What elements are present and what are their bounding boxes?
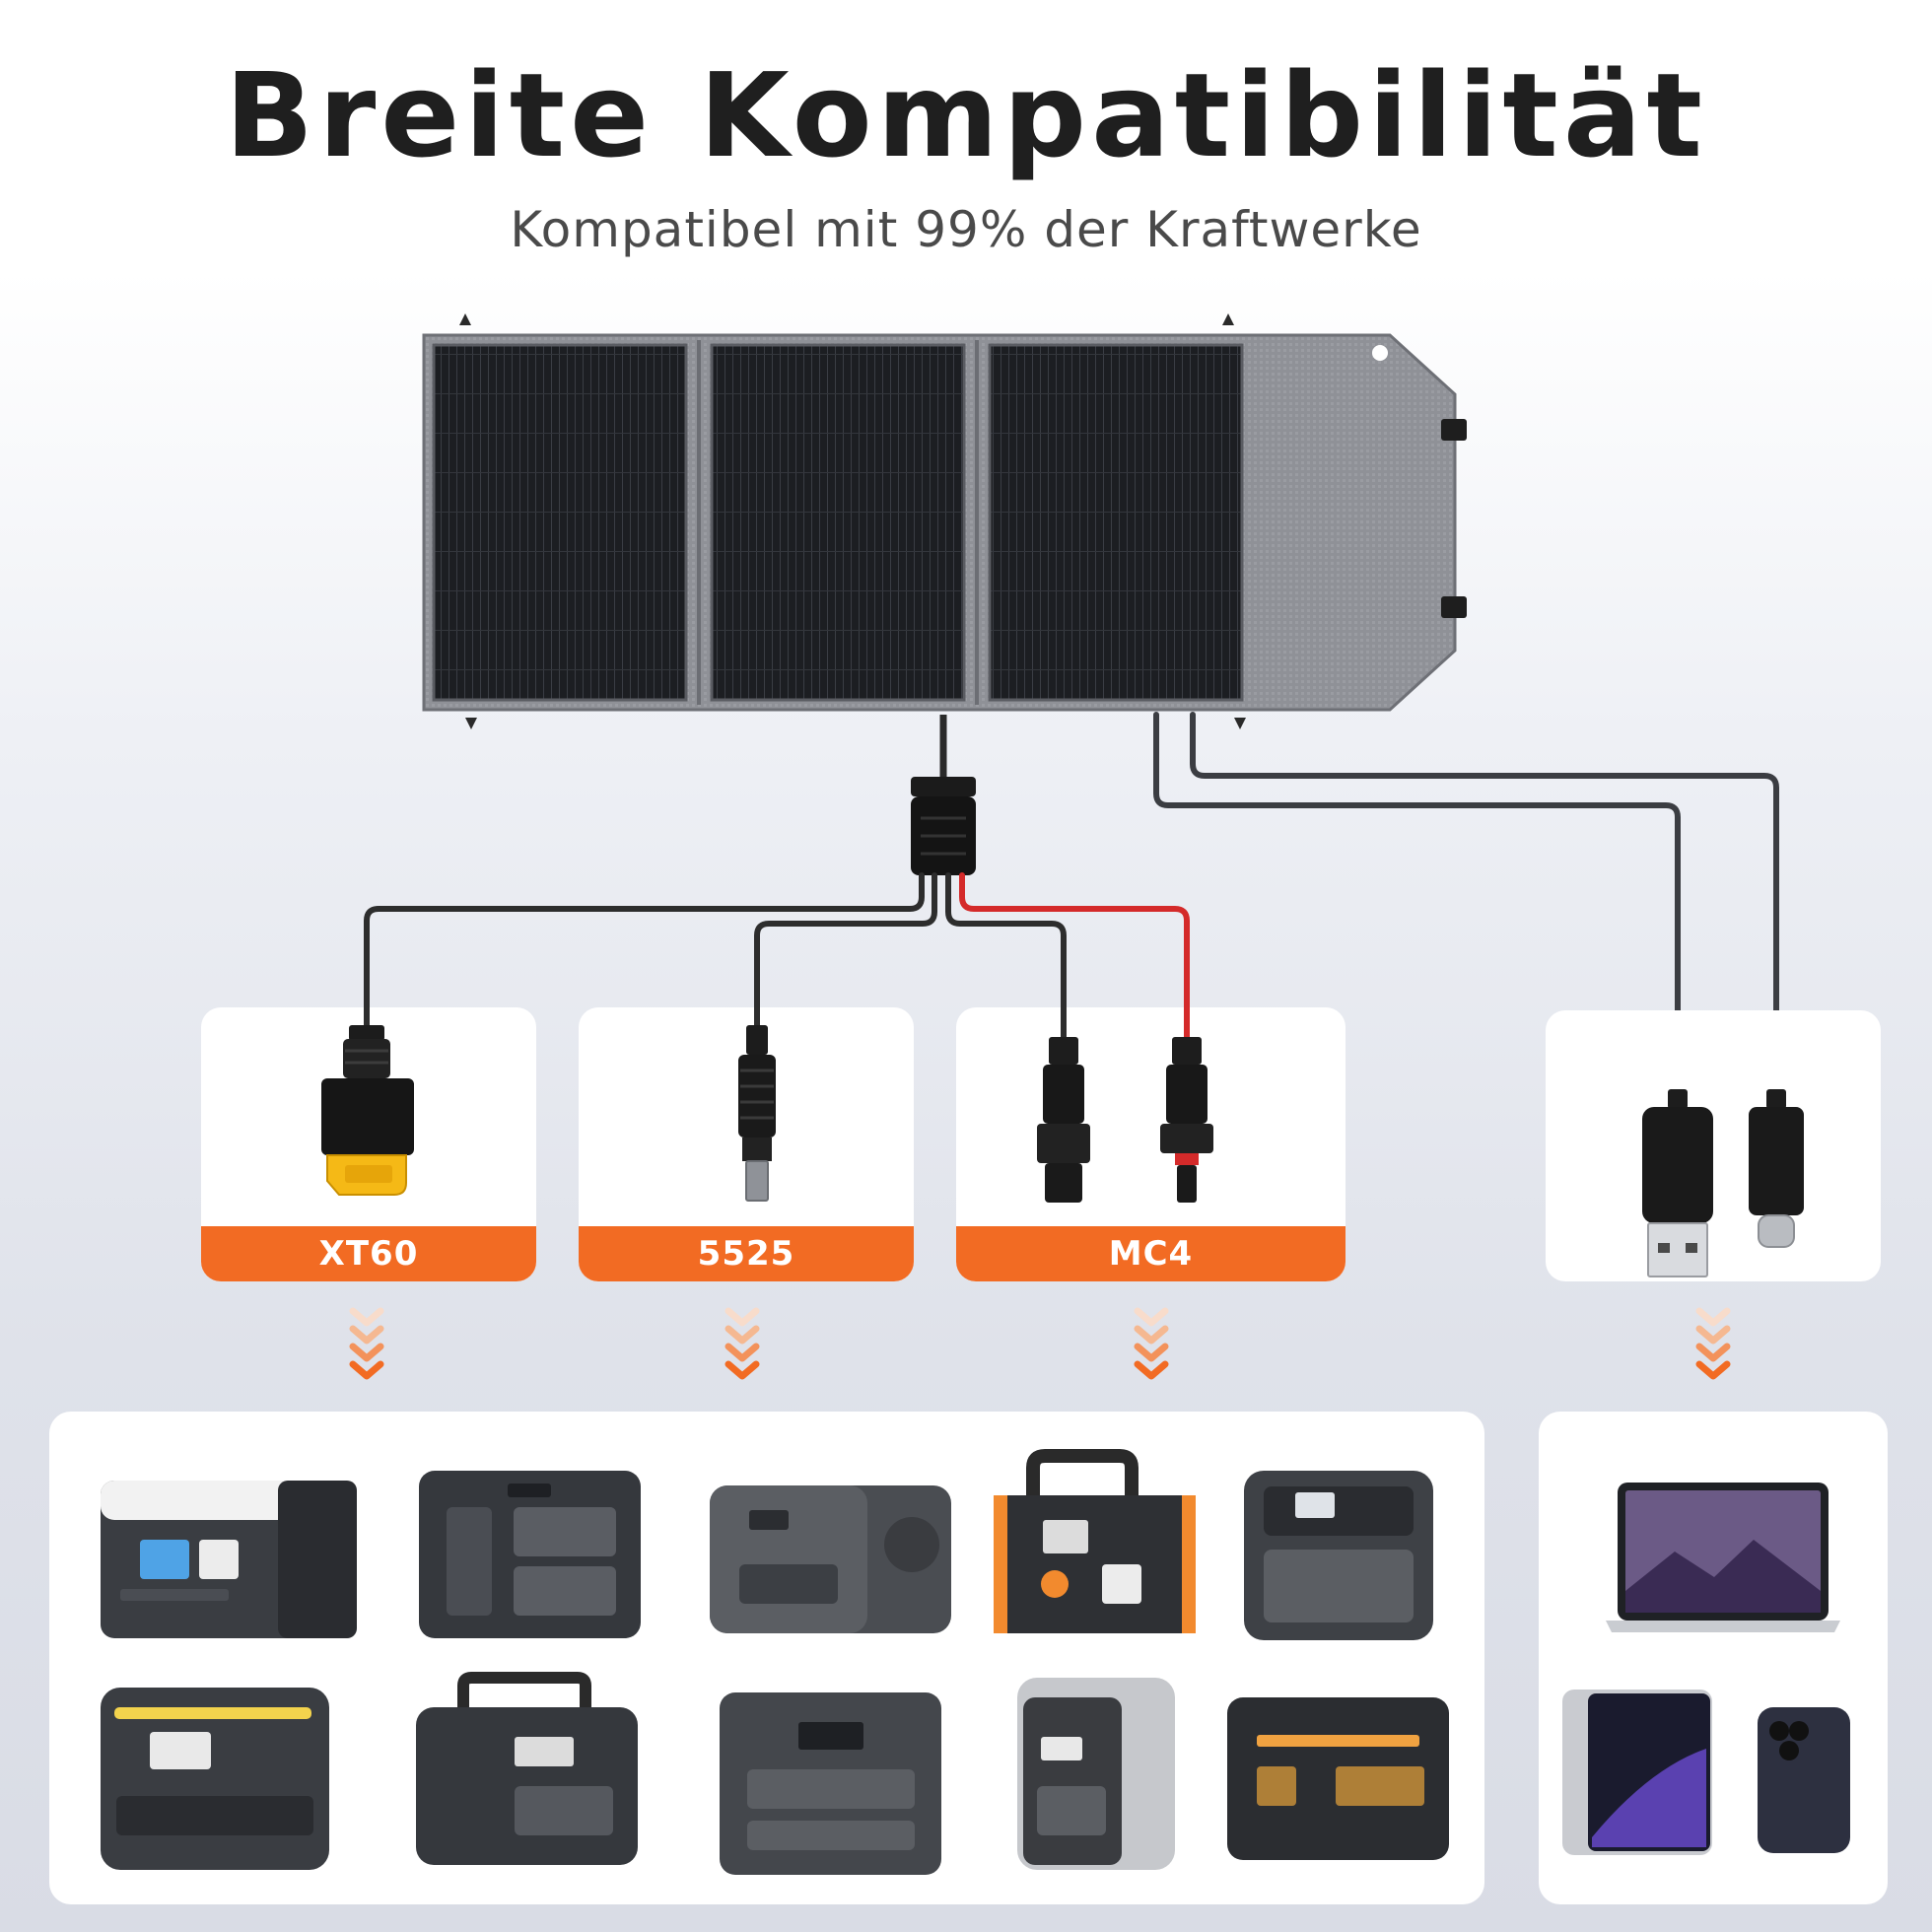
power-stations-panel [49, 1412, 1484, 1904]
power-station-7 [416, 1672, 638, 1865]
power-station-9 [1017, 1678, 1175, 1870]
chevron-arrows [349, 1307, 1731, 1380]
connector-card-usb [1546, 1010, 1881, 1281]
power-station-6 [101, 1688, 329, 1870]
power-station-10 [1227, 1697, 1449, 1860]
solar-cell-left [432, 343, 688, 702]
connector-label-5525: 5525 [579, 1226, 914, 1281]
connector-label-xt60: XT60 [201, 1226, 536, 1281]
usb-connectors-icon [1642, 1089, 1804, 1277]
page-subtitle: Kompatibel mit 99% der Kraftwerke [510, 201, 1422, 258]
power-station-5 [1244, 1471, 1433, 1640]
usb-cables [1153, 712, 1779, 1092]
mobile-devices-panel [1539, 1412, 1888, 1904]
page-title: Breite Kompatibilität [225, 47, 1707, 183]
connector-card-5525: 5525 [579, 1007, 914, 1281]
solar-panel [422, 313, 1467, 729]
xt60-connector-icon [321, 1007, 414, 1196]
solar-cell-middle [710, 343, 966, 702]
connector-card-mc4: MC4 [956, 1007, 1346, 1281]
dc5525-connector-icon [738, 1007, 776, 1202]
power-station-1 [101, 1481, 357, 1638]
power-station-8 [720, 1692, 941, 1875]
power-station-3 [710, 1485, 951, 1633]
y-splitter [911, 777, 976, 875]
tablet-icon [1562, 1690, 1712, 1855]
power-station-2 [419, 1471, 641, 1638]
solar-cell-right [988, 343, 1244, 702]
mc4-connector-icon [1037, 1007, 1213, 1203]
laptop-icon [1606, 1483, 1840, 1632]
connector-card-xt60: XT60 [201, 1007, 536, 1281]
power-station-4 [994, 1449, 1196, 1633]
connector-label-mc4: MC4 [956, 1226, 1346, 1281]
smartphone-icon [1758, 1707, 1850, 1853]
